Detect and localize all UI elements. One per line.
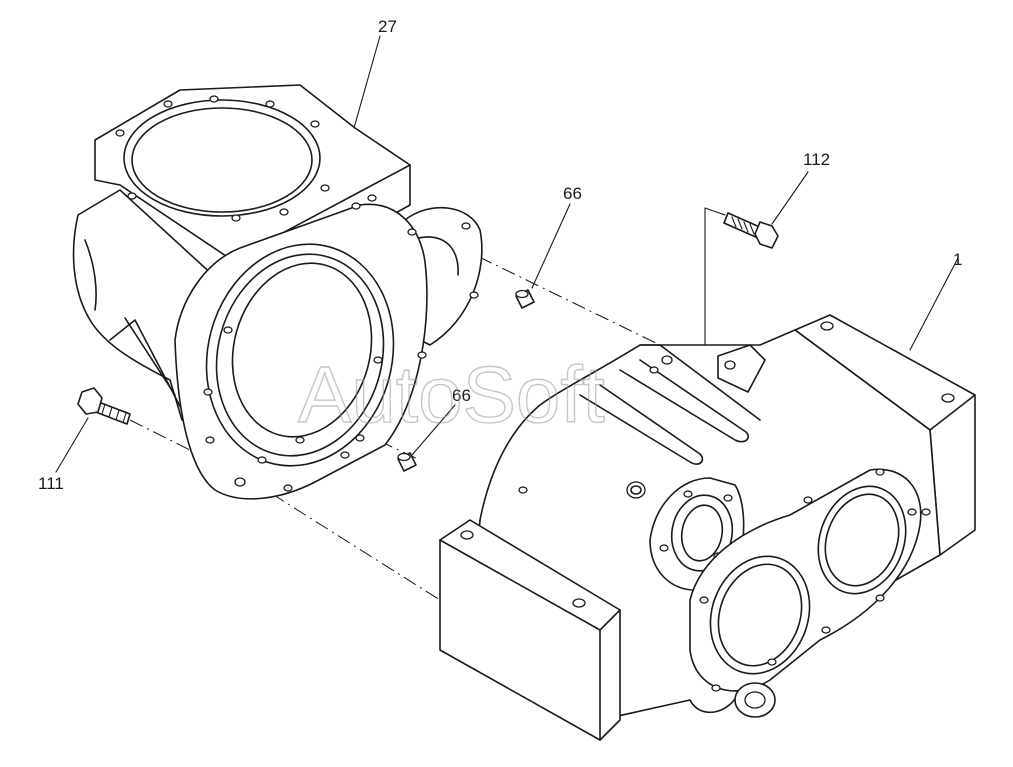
callout-111: 111 xyxy=(38,474,64,493)
callout-66-lower: 66 xyxy=(452,386,471,405)
leader-lines xyxy=(55,35,959,473)
bolt-part-111 xyxy=(77,387,131,425)
callout-112: 112 xyxy=(803,150,830,169)
callout-1: 1 xyxy=(953,250,962,269)
transmission-case-part-1 xyxy=(439,314,976,741)
callout-66-upper: 66 xyxy=(563,184,582,203)
watermark: AutoSoft xyxy=(298,350,605,439)
callout-labels: 27 66 66 112 1 111 xyxy=(38,17,962,493)
bolt-part-112 xyxy=(723,212,779,249)
dowel-pin-part-66-lower xyxy=(397,452,417,472)
bell-housing-part-27 xyxy=(72,84,483,500)
callout-27: 27 xyxy=(378,17,397,36)
dowel-pin-part-66-upper xyxy=(515,289,535,309)
